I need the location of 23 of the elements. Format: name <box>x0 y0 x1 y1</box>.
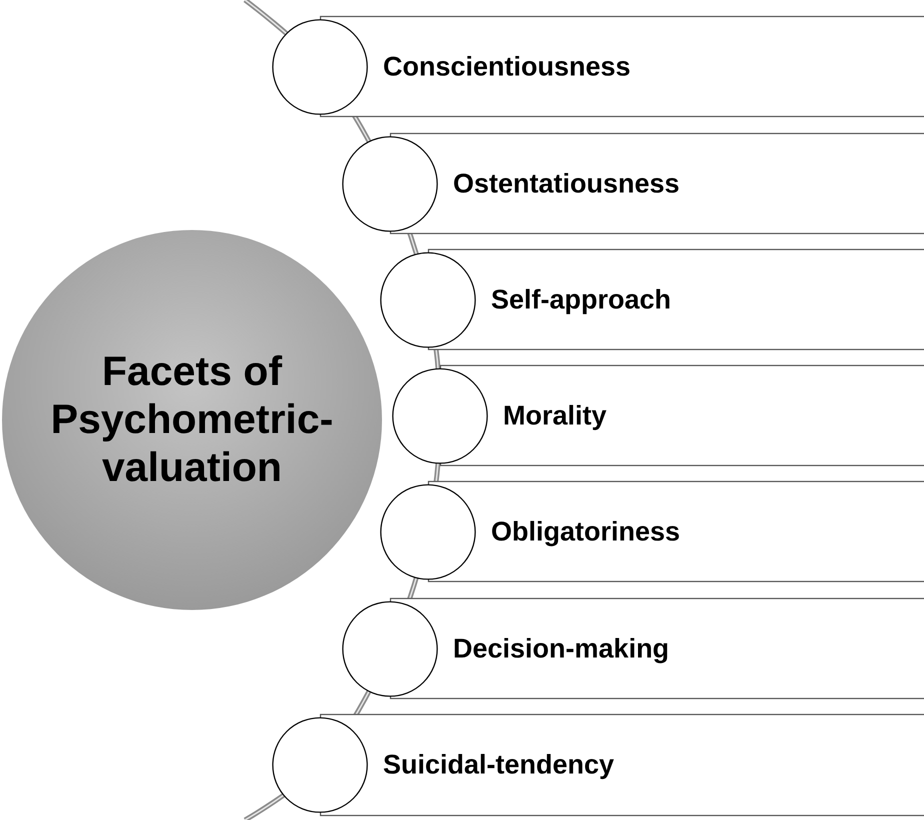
facet-bar <box>320 16 924 117</box>
facet-label: Ostentatiousness <box>453 168 680 199</box>
bullet-circle <box>380 252 476 348</box>
bullet-circle <box>392 368 488 464</box>
facet-bar <box>428 481 924 582</box>
facet-label: Morality <box>503 400 607 431</box>
hub-circle <box>2 230 382 610</box>
facet-label: Decision-making <box>453 633 670 664</box>
bullet-circle <box>272 18 368 114</box>
facet-label: Self-approach <box>491 284 672 315</box>
bullet-circle <box>342 600 438 696</box>
facet-label: Obligatoriness <box>491 516 680 547</box>
facet-bar <box>428 249 924 350</box>
facet-label: Suicidal-tendency <box>383 750 614 780</box>
facet-bar <box>390 598 924 699</box>
facet-bar <box>440 365 924 466</box>
hub-title: Facets of Psychometric-valuation <box>50 348 334 492</box>
facet-bar <box>320 714 924 816</box>
facet-label: Conscientiousness <box>383 51 631 82</box>
bullet-circle <box>342 136 438 232</box>
facet-bar <box>390 133 924 234</box>
bullet-circle <box>272 717 368 813</box>
bullet-circle <box>380 484 476 580</box>
